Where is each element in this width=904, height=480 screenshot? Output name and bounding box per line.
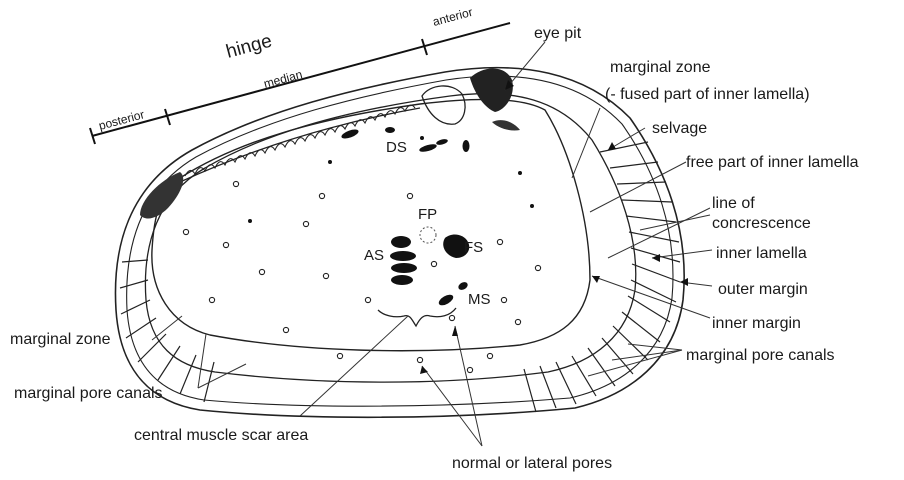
free-part-label: free part of inner lamella xyxy=(686,154,859,171)
inner-lamella-label: inner lamella xyxy=(716,245,807,262)
marginal-zone-right-sub-label: (- fused part of inner lamella) xyxy=(605,86,810,103)
marginal-pore-canals-right-label: marginal pore canals xyxy=(686,347,835,364)
fs-label: FS xyxy=(464,239,483,256)
hinge-groove-line xyxy=(180,108,420,182)
frontal-pore xyxy=(420,227,436,243)
line-concrescence-label-1: line of xyxy=(712,195,755,212)
outer-margin-label: outer margin xyxy=(718,281,808,298)
hinge-teeth xyxy=(180,105,420,182)
as-label: AS xyxy=(364,247,384,264)
posterior-tooth xyxy=(140,172,183,219)
hinge-bracket xyxy=(90,23,510,144)
eye-pit-label: eye pit xyxy=(534,25,582,42)
fp-label: FP xyxy=(418,206,437,223)
ms-label: MS xyxy=(468,291,491,308)
anterior-label: anterior xyxy=(431,5,474,29)
line-concrescence-label-2: concrescence xyxy=(712,215,811,232)
marginal-pore-canals-left-label: marginal pore canals xyxy=(14,385,163,402)
hinge-label: hinge xyxy=(224,31,274,63)
marginal-zone-right-label: marginal zone xyxy=(610,59,711,76)
normal-pores-label: normal or lateral pores xyxy=(452,455,612,472)
inner-margin-label: inner margin xyxy=(712,315,801,332)
central-area-brace xyxy=(378,308,456,326)
ds-label: DS xyxy=(386,139,407,156)
median-label: median xyxy=(262,67,304,91)
central-muscle-scar-area-label: central muscle scar area xyxy=(134,427,308,444)
anterior-tooth xyxy=(470,69,513,113)
normal-pores xyxy=(183,181,540,372)
selvage-label: selvage xyxy=(652,120,707,137)
arrow-heads xyxy=(420,80,688,374)
eye-pit xyxy=(422,86,465,124)
marginal-zone-left-label: marginal zone xyxy=(10,331,111,348)
anterior-socket xyxy=(492,120,520,130)
